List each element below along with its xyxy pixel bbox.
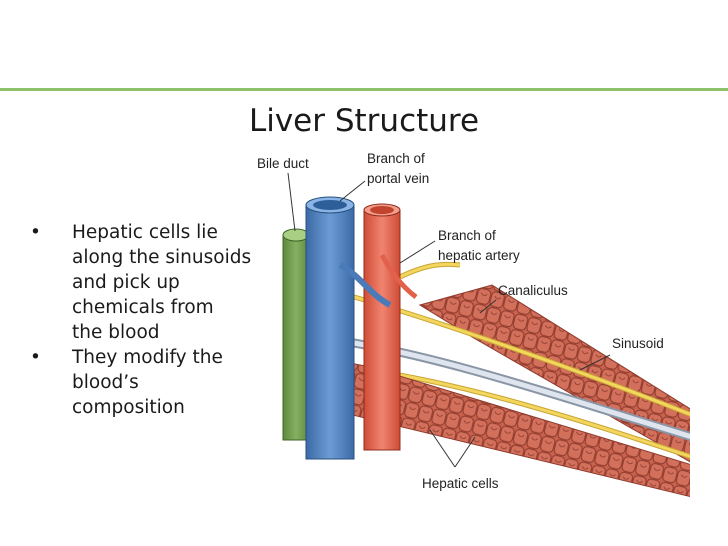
hepatic-artery-label-line1: Branch of (438, 228, 496, 243)
label-leader-lines (287, 172, 611, 468)
sinusoid-label: Sinusoid (612, 336, 664, 351)
bullet-text: They modify the blood’s composition (72, 347, 223, 418)
hepatic-artery-label-line2: hepatic artery (438, 248, 520, 263)
portal-branch (338, 262, 392, 308)
canaliculus-label: Canaliculus (498, 283, 568, 298)
portal-vein-vessel (305, 196, 355, 460)
bile-duct-label: Bile duct (257, 156, 309, 171)
bullet-list: • Hepatic cells lie along the sinusoids … (30, 220, 256, 420)
hepatic-artery-vessel (363, 203, 401, 451)
bullet-item: • Hepatic cells lie along the sinusoids … (30, 220, 256, 345)
bile-duct-vessel (282, 228, 310, 441)
artery-branch (379, 253, 418, 299)
liver-structure-figure: Bile duct Branch of portal vein Branch o… (240, 145, 690, 505)
bullet-text: Hepatic cells lie along the sinusoids an… (72, 222, 252, 343)
bullet-symbol: • (30, 347, 41, 368)
liver-diagram: Bile duct Branch of portal vein Branch o… (257, 151, 690, 498)
portal-vein-label-line1: Branch of (367, 151, 425, 166)
bullet-item: • They modify the blood’s composition (30, 345, 256, 420)
slide-title: Liver Structure (248, 103, 480, 139)
hepatic-cells-label: Hepatic cells (422, 476, 499, 491)
bullet-symbol: • (30, 222, 41, 243)
top-accent-line (0, 88, 728, 91)
portal-vein-label-line2: portal vein (367, 171, 429, 186)
